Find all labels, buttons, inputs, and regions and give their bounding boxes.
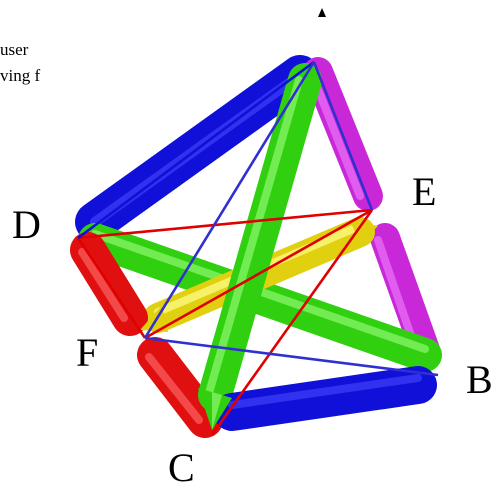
partial-text-fragment-2: ving f [0,66,41,85]
line-top-E [312,61,374,211]
vertex-label-c: C [168,445,195,490]
rod-tip-yellow-right [350,220,378,244]
line-D-E [77,208,373,240]
line-top-F [143,61,316,339]
line-F-E [144,208,373,340]
vertex-label-e: E [412,169,437,214]
partial-text-fragment-1: user [0,40,29,59]
arrow-tip-icon [318,8,326,17]
rod-magenta-lower [370,223,440,365]
line-top-D [77,60,315,240]
rod-red-lower [137,337,223,438]
line-F-B [144,336,439,377]
rod-blue-bottom [213,366,437,431]
rod-green-vertical [198,63,322,412]
line-E-C [210,209,374,436]
vertex-label-b: B [466,357,493,402]
vertex-label-f: F [76,330,99,375]
line-D-F [76,237,147,339]
vertex-label-d: D [12,202,41,247]
